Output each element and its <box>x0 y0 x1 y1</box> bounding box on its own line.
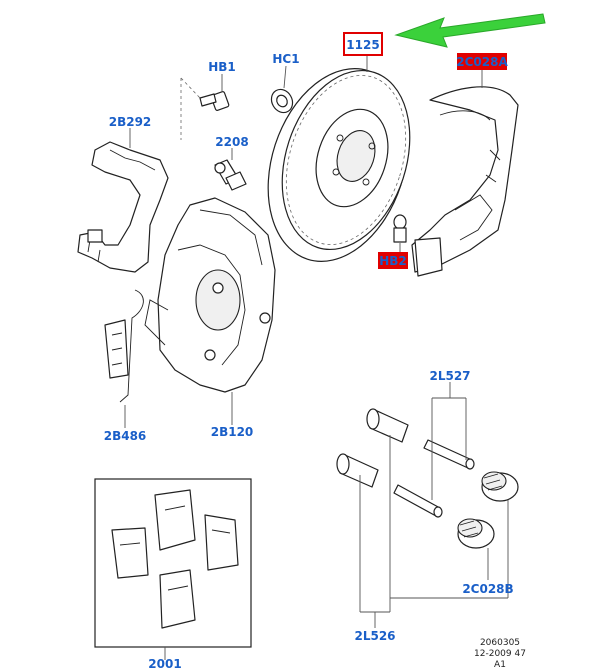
anti-rattle-clip[interactable] <box>104 289 144 403</box>
label-2l527[interactable]: 2L527 <box>429 369 470 383</box>
green-arrow <box>394 13 546 48</box>
label-2l526[interactable]: 2L526 <box>354 629 395 643</box>
highlight-1125-box <box>343 32 383 56</box>
bolt-hb1[interactable] <box>180 77 230 140</box>
brake-disc[interactable] <box>245 50 432 279</box>
label-1125[interactable]: 1125 <box>346 38 379 52</box>
label-2b486[interactable]: 2B486 <box>104 429 147 443</box>
guide-pin-upper[interactable] <box>423 439 475 470</box>
brake-pad-kit[interactable] <box>94 478 252 648</box>
dust-cap-upper[interactable] <box>481 471 519 502</box>
label-hc1[interactable]: HC1 <box>272 52 299 66</box>
guide-sleeve-lower[interactable] <box>336 453 379 488</box>
washer-hc1[interactable] <box>267 86 296 117</box>
bolt-hb2[interactable] <box>393 214 407 243</box>
highlight-2c028a-box <box>457 53 507 70</box>
label-hb2[interactable]: HB2 <box>379 254 407 268</box>
label-2c028a[interactable]: 2C028A <box>456 55 508 69</box>
reference-line-1: 2060305 <box>480 638 520 648</box>
caliper-housing[interactable] <box>144 197 276 393</box>
label-2001[interactable]: 2001 <box>148 657 181 669</box>
reference-line-2: 12-2009 47 <box>474 649 526 659</box>
label-hb1[interactable]: HB1 <box>208 60 236 74</box>
label-2208[interactable]: 2208 <box>215 135 248 149</box>
dust-shield[interactable] <box>411 86 519 277</box>
caliper-bracket[interactable] <box>77 141 169 273</box>
highlight-hb2-box <box>378 252 408 269</box>
label-2b120[interactable]: 2B120 <box>211 425 254 439</box>
reference-code: 2060305 12-2009 47 A1 <box>474 638 526 669</box>
guide-sleeve-upper[interactable] <box>366 408 409 443</box>
guide-pin-lower[interactable] <box>393 484 443 518</box>
label-2c028b[interactable]: 2C028B <box>462 582 513 596</box>
dust-cap-lower[interactable] <box>457 518 495 549</box>
bleed-screw[interactable] <box>214 159 247 191</box>
reference-line-3: A1 <box>494 660 506 669</box>
leader-lines <box>124 55 509 660</box>
label-2b292[interactable]: 2B292 <box>109 115 152 129</box>
